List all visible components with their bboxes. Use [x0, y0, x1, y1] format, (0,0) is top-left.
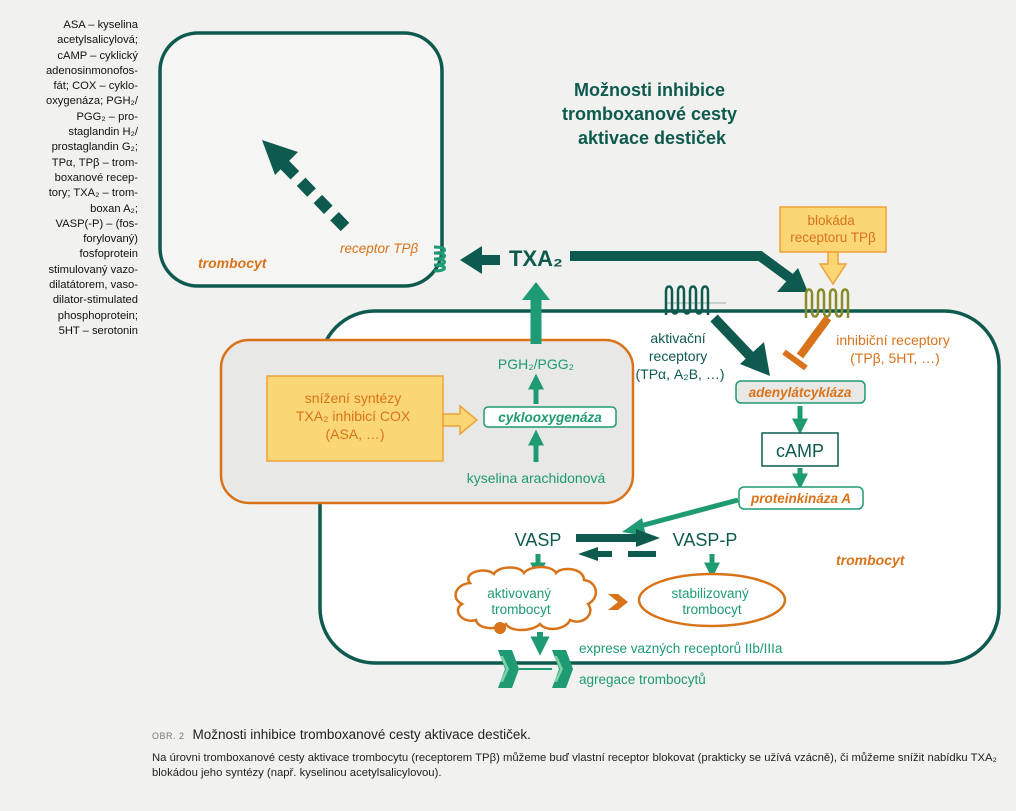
legend-line: cAMP – cyklický	[57, 49, 138, 62]
vaspp-label: VASP-P	[673, 530, 738, 550]
legend-line: prostaglandin G₂;	[51, 141, 138, 154]
activated-platelet-granule	[494, 622, 506, 634]
aggregation-icon-left	[498, 650, 519, 688]
activation-dashed-arrowhead	[262, 140, 298, 175]
legend-line: PGG₂ – pro-	[76, 110, 138, 123]
legend-line: phosphoprotein;	[57, 309, 138, 322]
aggregation-icon-right	[552, 650, 573, 688]
legend-line: forylovaný)	[83, 233, 138, 246]
figure-title: Možnosti inhibice tromboxanové cesty akt…	[192, 727, 531, 742]
legend-line: VASP(-P) – (fos-	[55, 217, 138, 230]
legend-line: oxygenáza; PGH₂/	[45, 95, 138, 108]
pathway-diagram: trombocyt receptor TPβ Možnosti inhibice…	[158, 31, 1001, 688]
activating-to-adenylate-arrowhead	[740, 342, 770, 376]
aggregation-label: agregace trombocytů	[579, 672, 706, 687]
pka-label: proteinkináza A	[750, 491, 851, 506]
vaspp-to-vasp-arrowhead	[578, 547, 598, 561]
adenylate-cyclase-box	[735, 380, 866, 404]
inhibitory-receptors-icon	[804, 288, 850, 318]
tpb-blockade-box	[779, 206, 887, 253]
activating-receptors-label: aktivační receptory (TPα, A₂B, …)	[636, 330, 725, 382]
legend-line: dilatátorem, vaso-	[49, 279, 138, 292]
legend-line: staglandin H₂/	[68, 126, 138, 139]
txa2-to-receptor-arrowhead	[460, 246, 482, 274]
legend-line: fát; COX – cyklo-	[53, 80, 138, 93]
stabilized-platelet-shape	[637, 572, 787, 628]
activated-platelet-shape	[454, 565, 597, 632]
receptor-tpb-label: receptor TPβ	[340, 241, 419, 256]
pgh2-to-txa2-arrowhead	[522, 282, 550, 300]
receptor-tpb-icon	[433, 245, 446, 273]
legend-line: ASA – kyselina	[63, 19, 138, 31]
figure-caption-title: OBR. 2 Možnosti inhibice tromboxanové ces…	[152, 727, 992, 742]
activated-platelet-label: aktivovaný trombocyt	[487, 586, 555, 617]
platelet-top-label: trombocyt	[198, 255, 268, 271]
expression-label: exprese vazných receptorů IIb/IIIa	[579, 641, 783, 656]
legend-line: stimulovaný vazo-	[48, 263, 138, 276]
tpb-blockade-arrow	[818, 251, 848, 286]
legend-line: fosfoprotein	[79, 248, 138, 261]
txa2-to-inhibitory-arrowhead	[777, 268, 808, 292]
vasp-label: VASP	[515, 530, 562, 550]
txa2-label: TXA₂	[509, 246, 563, 271]
activating-receptors-icon	[664, 285, 726, 315]
legend-line: 5HT – serotonin	[58, 324, 138, 337]
inhibitory-blunt-end	[782, 349, 808, 371]
cox-enzyme-box	[483, 406, 617, 428]
inhibitory-receptors-label: inhibiční receptory (TPβ, 5HT, …)	[836, 332, 954, 366]
legend-line: dilator-stimulated	[52, 294, 138, 307]
inhibitory-to-adenylate-line	[796, 315, 832, 359]
legend-line: boxanové recep-	[54, 171, 138, 184]
pgh2-label: PGH₂/PGG₂	[498, 356, 574, 372]
platelet-main-label: trombocyt	[836, 552, 906, 568]
pka-box	[738, 486, 864, 510]
figure-caption-text: Na úrovni tromboxanové cesty aktivace tr…	[152, 752, 997, 779]
arachidonic-acid-label: kyselina arachidonová	[467, 470, 606, 486]
legend-line: adenosinmonofos-	[45, 64, 138, 77]
legend-line: TPα, TPβ – trom-	[51, 156, 138, 169]
adenylate-cyclase-label: adenylátcykláza	[749, 385, 852, 400]
vasp-to-vaspp-arrowhead	[636, 529, 660, 547]
activated-to-stabilized-chevron	[608, 594, 628, 610]
camp-box	[761, 432, 839, 467]
cox-reduction-text: snížení syntézy TXA₂ inhibicí COX (ASA, …	[296, 390, 414, 442]
figure-number: OBR. 2	[152, 731, 185, 741]
abbreviation-legend: ASA – kyselina acetylsalicylová; cAMP – cy…	[20, 18, 138, 339]
activation-dashed-arrow	[275, 155, 350, 232]
txa2-to-inhibitory-arrow	[570, 251, 793, 283]
cox-enzyme-label: cyklooxygenáza	[498, 410, 602, 425]
tpb-blockade-text: blokáda receptoru TPβ	[790, 213, 876, 245]
diagram-title: Možnosti inhibice tromboxanové cesty akt…	[562, 80, 742, 148]
stabilized-platelet-label: stabilizovaný trombocyt	[671, 586, 752, 617]
legend-line: acetylsalicylová;	[57, 34, 138, 47]
legend-line: boxan A₂;	[90, 202, 138, 215]
cox-inhibition-arrow	[442, 404, 479, 436]
legend-line: tory; TXA₂ – trom-	[48, 187, 138, 200]
camp-label: cAMP	[776, 441, 824, 461]
pka-to-vasp-arrow	[639, 497, 739, 529]
platelet-top-box	[158, 31, 444, 288]
activating-to-adenylate-arrow	[710, 314, 756, 362]
